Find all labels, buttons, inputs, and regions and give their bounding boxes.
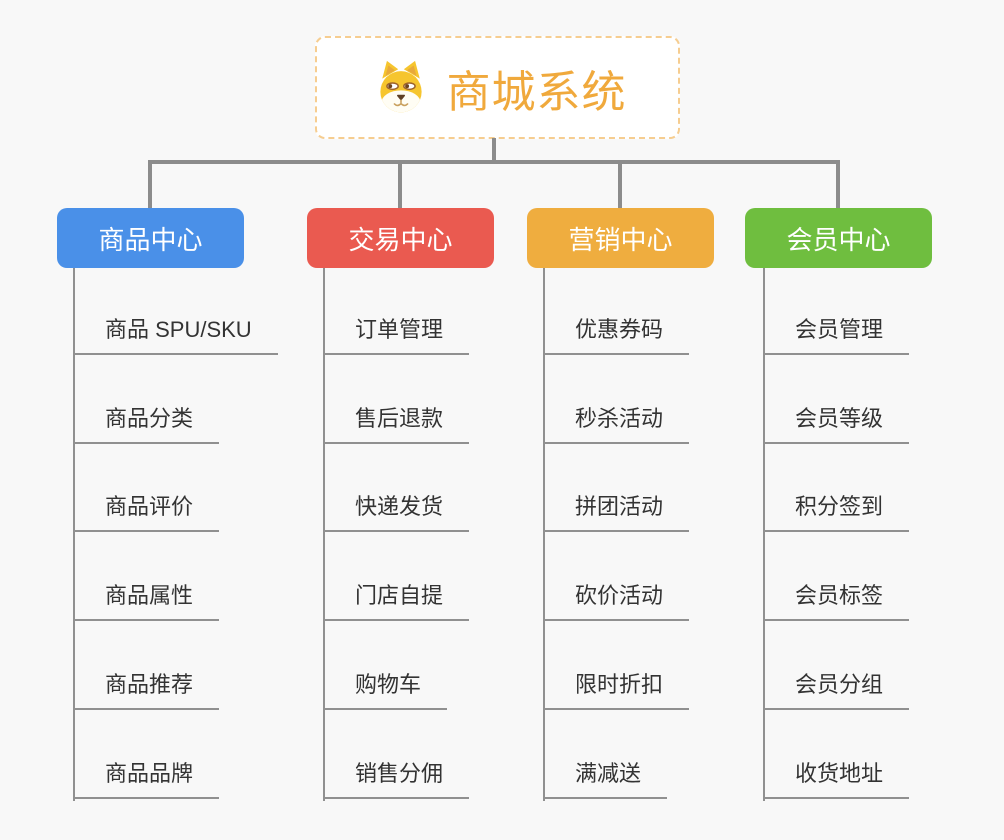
leaf-label[interactable]: 砍价活动 (543, 578, 690, 622)
branch-node-product-center[interactable]: 商品中心 (57, 208, 244, 268)
root-title: 商城系统 (446, 67, 627, 117)
connector-bus (148, 160, 840, 164)
leaf-item[interactable]: 收货地址 (763, 710, 1004, 799)
leaf-item[interactable]: 会员等级 (763, 355, 1004, 444)
leaf-item[interactable]: 快递发货 (323, 444, 575, 533)
leaf-item[interactable]: 购物车 (323, 621, 575, 710)
leaf-item[interactable]: 商品品牌 (73, 710, 325, 799)
connector-drop-product (148, 163, 152, 208)
connector-drop-marketing (618, 163, 622, 208)
column-line-member (763, 268, 765, 801)
leaf-label[interactable]: 订单管理 (323, 312, 470, 355)
leaf-item[interactable]: 秒杀活动 (543, 355, 795, 444)
leaf-label[interactable]: 秒杀活动 (543, 401, 690, 444)
leaf-label[interactable]: 会员等级 (763, 401, 910, 444)
leaf-label[interactable]: 会员标签 (763, 578, 910, 622)
leaf-column-member: 会员管理 会员等级 积分签到 会员标签 会员分组 收货地址 (763, 266, 1004, 799)
root-node[interactable]: 商城系统 (315, 36, 680, 139)
leaf-label[interactable]: 商品属性 (73, 578, 220, 622)
connector-drop-member (836, 163, 840, 208)
leaf-label[interactable]: 商品品牌 (73, 756, 220, 799)
leaf-label[interactable]: 积分签到 (763, 489, 910, 533)
leaf-label[interactable]: 门店自提 (323, 578, 470, 622)
leaf-item[interactable]: 商品推荐 (73, 621, 325, 710)
leaf-label[interactable]: 商品分类 (73, 401, 220, 444)
leaf-label[interactable]: 商品推荐 (73, 667, 220, 710)
leaf-label[interactable]: 会员管理 (763, 312, 910, 355)
branch-label: 交易中心 (348, 224, 453, 255)
leaf-item[interactable]: 商品评价 (73, 444, 325, 533)
leaf-item[interactable]: 会员管理 (763, 266, 1004, 355)
leaf-item[interactable]: 门店自提 (323, 532, 575, 622)
leaf-item[interactable]: 优惠券码 (543, 266, 795, 355)
connector-drop-trade (398, 163, 402, 208)
leaf-item[interactable]: 会员分组 (763, 621, 1004, 710)
leaf-column-trade: 订单管理 售后退款 快递发货 门店自提 购物车 销售分佣 (323, 266, 575, 799)
leaf-column-product: 商品 SPU/SKU 商品分类 商品评价 商品属性 商品推荐 商品品牌 (73, 266, 325, 799)
leaf-label[interactable]: 会员分组 (763, 667, 910, 710)
column-line-trade (323, 268, 325, 801)
leaf-item[interactable]: 商品分类 (73, 355, 325, 444)
leaf-item[interactable]: 积分签到 (763, 444, 1004, 533)
branch-node-marketing-center[interactable]: 营销中心 (527, 208, 714, 268)
leaf-item[interactable]: 限时折扣 (543, 621, 795, 710)
connector-root-drop (492, 138, 496, 162)
leaf-item[interactable]: 拼团活动 (543, 444, 795, 533)
leaf-label[interactable]: 购物车 (323, 667, 448, 710)
column-line-product (73, 268, 75, 801)
leaf-item[interactable]: 售后退款 (323, 355, 575, 444)
branch-label: 营销中心 (568, 224, 673, 255)
leaf-label[interactable]: 满减送 (543, 756, 668, 799)
branch-node-trade-center[interactable]: 交易中心 (307, 208, 494, 268)
leaf-label[interactable]: 商品 SPU/SKU (73, 312, 278, 355)
dog-icon (379, 60, 422, 112)
leaf-item[interactable]: 满减送 (543, 710, 795, 799)
branch-label: 商品中心 (98, 224, 203, 255)
leaf-item[interactable]: 商品 SPU/SKU (73, 266, 325, 355)
leaf-item[interactable]: 商品属性 (73, 532, 325, 622)
leaf-label[interactable]: 优惠券码 (543, 312, 690, 355)
branch-label: 会员中心 (786, 224, 891, 255)
leaf-label[interactable]: 拼团活动 (543, 489, 690, 533)
leaf-item[interactable]: 订单管理 (323, 266, 575, 355)
leaf-item[interactable]: 砍价活动 (543, 532, 795, 622)
leaf-item[interactable]: 会员标签 (763, 532, 1004, 622)
leaf-label[interactable]: 售后退款 (323, 401, 470, 444)
leaf-label[interactable]: 销售分佣 (323, 756, 470, 799)
leaf-label[interactable]: 限时折扣 (543, 667, 690, 710)
leaf-label[interactable]: 收货地址 (763, 756, 910, 799)
branch-node-member-center[interactable]: 会员中心 (745, 208, 932, 268)
leaf-label[interactable]: 商品评价 (73, 489, 220, 533)
leaf-label[interactable]: 快递发货 (323, 489, 470, 533)
leaf-item[interactable]: 销售分佣 (323, 710, 575, 799)
leaf-column-marketing: 优惠券码 秒杀活动 拼团活动 砍价活动 限时折扣 满减送 (543, 266, 795, 799)
column-line-marketing (543, 268, 545, 801)
